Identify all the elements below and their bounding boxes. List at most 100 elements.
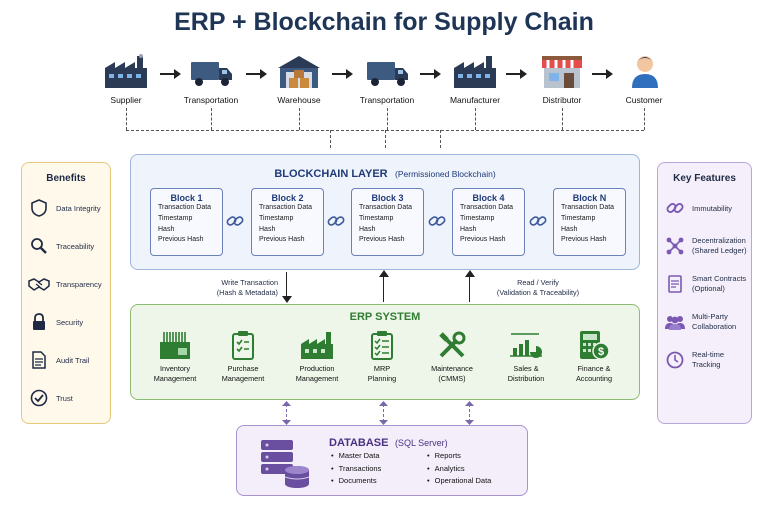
stage-label-customer: Customer — [625, 95, 663, 105]
block-field: Hash — [460, 225, 477, 233]
benefits-panel: Benefits Data Integrity Traceability Tra… — [21, 162, 111, 424]
stage-label-manufacturer: Manufacturer — [449, 95, 501, 105]
database-item: Analytics — [427, 463, 491, 476]
block-field: Hash — [158, 225, 175, 233]
flow-arrow — [420, 69, 441, 79]
chain-link-icon — [226, 216, 244, 226]
customer-icon — [632, 56, 658, 88]
write-transaction-line2: (Hash & Metadata) — [216, 288, 278, 297]
db-link-line — [383, 404, 384, 422]
block-field: Transaction Data — [158, 204, 212, 211]
feature-item: Real-time Tracking — [664, 350, 751, 370]
write-transaction-label: Write Transaction (Hash & Metadata) — [152, 278, 278, 298]
double-arrow-icon — [465, 401, 474, 425]
blockchain-title: BLOCKCHAIN LAYER — [274, 168, 388, 180]
block-title: Block 4 — [472, 193, 505, 203]
stage-label-warehouse: Warehouse — [277, 95, 321, 105]
network-icon — [666, 237, 684, 255]
benefit-label: Security — [56, 317, 84, 327]
arrow-head-down — [282, 296, 292, 303]
block-title: Block 2 — [271, 193, 304, 203]
flow-arrow — [246, 69, 267, 79]
database-item: Documents — [331, 475, 381, 488]
read-arrow — [469, 276, 470, 302]
flow-arrow — [332, 69, 353, 79]
feature-label: Immutability — [692, 203, 733, 213]
database-heading: DATABASE (SQL Server) — [329, 433, 448, 451]
block-title: Block N — [572, 193, 607, 203]
block-card: Block 3 Transaction Data Timestamp Hash … — [351, 188, 424, 256]
erp-system-panel: ERP SYSTEM Inventory Management Purchase… — [130, 304, 640, 400]
lock-icon — [33, 313, 45, 330]
read-verify-line1: Read / Verify — [517, 278, 559, 287]
block-field: Previous Hash — [158, 236, 204, 244]
connector-line — [644, 108, 645, 130]
shield-icon — [31, 199, 47, 217]
key-features-panel: Key Features Immutability Decentralizati… — [657, 162, 752, 424]
block-field: Transaction Data — [460, 204, 514, 211]
feature-item: Smart Contracts (Optional) — [664, 274, 751, 294]
database-subtitle: (SQL Server) — [394, 438, 448, 448]
database-title: DATABASE — [329, 437, 389, 449]
clipboard-icon — [232, 331, 254, 360]
erp-module-label: Sales & Distribution — [507, 364, 545, 383]
block-field: Transaction Data — [561, 204, 615, 211]
feature-label: Smart Contracts (Optional) — [692, 274, 747, 293]
page-title: ERP + Blockchain for Supply Chain — [174, 8, 594, 36]
connector-line — [387, 108, 388, 130]
benefit-label: Audit Trail — [56, 355, 90, 365]
write-transaction-line1: Write Transaction — [221, 278, 278, 287]
warehouse-icon — [278, 56, 320, 88]
database-icon — [261, 440, 310, 488]
db-link-line — [286, 404, 287, 422]
erp-module-mrp: MRP Planning — [346, 329, 418, 384]
arrow-head-up — [379, 270, 389, 277]
link-icon — [666, 203, 684, 213]
benefit-label: Data Integrity — [56, 203, 101, 213]
connector-line — [211, 108, 212, 130]
chain-link-icon — [428, 216, 446, 226]
block-title: Block 3 — [371, 193, 404, 203]
check-circle-icon — [30, 389, 48, 407]
factory-icon — [105, 54, 147, 88]
key-features-list: Immutability Decentralization (Shared Le… — [658, 198, 751, 370]
erp-module-label: Finance & Accounting — [575, 364, 613, 383]
block-card: Block N Transaction Data Timestamp Hash … — [553, 188, 626, 256]
benefit-item: Security — [28, 312, 110, 332]
blockchain-heading: BLOCKCHAIN LAYER (Permissioned Blockchai… — [131, 164, 639, 182]
factory-icon — [301, 332, 333, 359]
connector-line — [126, 108, 127, 130]
read-verify-line2: (Validation & Traceability) — [496, 288, 580, 297]
database-item: Operational Data — [427, 475, 492, 488]
stage-label-distributor: Distributor — [542, 95, 582, 105]
erp-title: ERP SYSTEM — [349, 311, 421, 323]
block-field: Hash — [259, 225, 276, 233]
chain-link-icon — [327, 216, 345, 226]
erp-module-label: Production Management — [295, 364, 339, 383]
document-icon — [32, 351, 46, 369]
database-item: Master Data — [331, 450, 381, 463]
write-arrow — [286, 272, 287, 300]
block-field: Transaction Data — [259, 204, 313, 211]
contract-icon — [668, 275, 682, 293]
clock-icon — [666, 351, 684, 369]
benefit-item: Transparency — [28, 274, 110, 294]
benefit-item: Data Integrity — [28, 198, 110, 218]
block-field: Timestamp — [561, 214, 596, 222]
connector-line — [440, 130, 441, 148]
database-item: Transactions — [331, 463, 382, 476]
checklist-icon — [371, 331, 393, 360]
chart-icon — [510, 333, 542, 358]
benefits-title: Benefits — [46, 173, 86, 184]
feature-label: Multi-Party Collaboration — [692, 312, 737, 331]
erp-module-maintenance: Maintenance (CMMS) — [416, 329, 488, 384]
svg-text:$: $ — [598, 346, 604, 358]
erp-module-purchase: Purchase Management — [207, 329, 279, 384]
block-field: Hash — [561, 225, 578, 233]
calculator-icon: $ — [580, 331, 610, 360]
flow-arrow — [506, 69, 527, 79]
block-field: Hash — [359, 225, 376, 233]
block-field: Previous Hash — [359, 236, 405, 244]
read-verify-label: Read / Verify (Validation & Traceability… — [478, 278, 598, 298]
stage-label-supplier: Supplier — [110, 95, 142, 105]
